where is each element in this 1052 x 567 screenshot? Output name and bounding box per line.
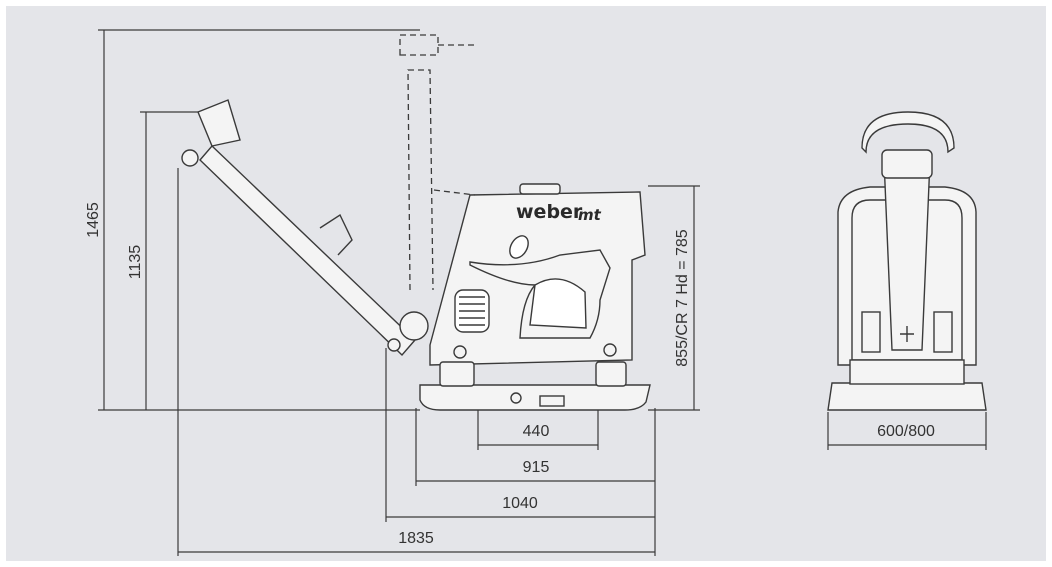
handle-height-label: 1135 — [127, 245, 144, 280]
total-height-label: 1465 — [85, 202, 102, 238]
handle-bracket — [319, 213, 353, 256]
front-star-mark — [900, 326, 914, 342]
plate-length-label: 440 — [523, 423, 550, 440]
front-view-machine — [827, 111, 987, 411]
plate-bolt — [510, 392, 522, 404]
upright-handle-link — [433, 189, 476, 196]
upright-handle-head — [399, 34, 439, 56]
brand-logo-suffix: mt — [578, 206, 602, 224]
mount-bolt — [603, 343, 617, 357]
front-mount-block — [849, 359, 965, 385]
mount-left — [439, 361, 475, 387]
side-view-machine — [181, 99, 651, 411]
front-mount-left — [861, 311, 881, 353]
plate-block — [539, 395, 565, 407]
width-label: 600/800 — [877, 423, 935, 440]
total-length-label: 1835 — [398, 530, 434, 547]
upright-handle — [399, 34, 478, 291]
machine-height-label: 855/CR 7 Hd = 785 — [674, 229, 691, 367]
front-control-box — [881, 149, 933, 179]
housing-contour — [469, 249, 611, 339]
mount-right — [595, 361, 627, 387]
handle-pin — [387, 338, 401, 352]
front-base-plate — [827, 382, 987, 411]
lifting-eye — [519, 183, 561, 195]
front-handle-loop — [861, 111, 955, 154]
housing-window — [529, 278, 587, 329]
handle-knob — [181, 149, 199, 167]
front-mount-right — [933, 311, 953, 353]
base-length-label: 915 — [523, 459, 550, 476]
handle-pivot — [399, 311, 429, 341]
brand-logo-text: weber — [516, 201, 583, 223]
machine-length-label: 1040 — [502, 495, 538, 512]
front-column — [883, 159, 931, 351]
mount-bolt — [453, 345, 467, 359]
handle-bar — [199, 144, 416, 357]
base-plate — [419, 384, 651, 411]
upright-handle-bar — [407, 69, 434, 291]
handle-grip — [197, 99, 241, 147]
housing-oval — [509, 235, 529, 259]
dimension-lines — [98, 29, 987, 556]
front-housing-inner — [851, 199, 963, 361]
